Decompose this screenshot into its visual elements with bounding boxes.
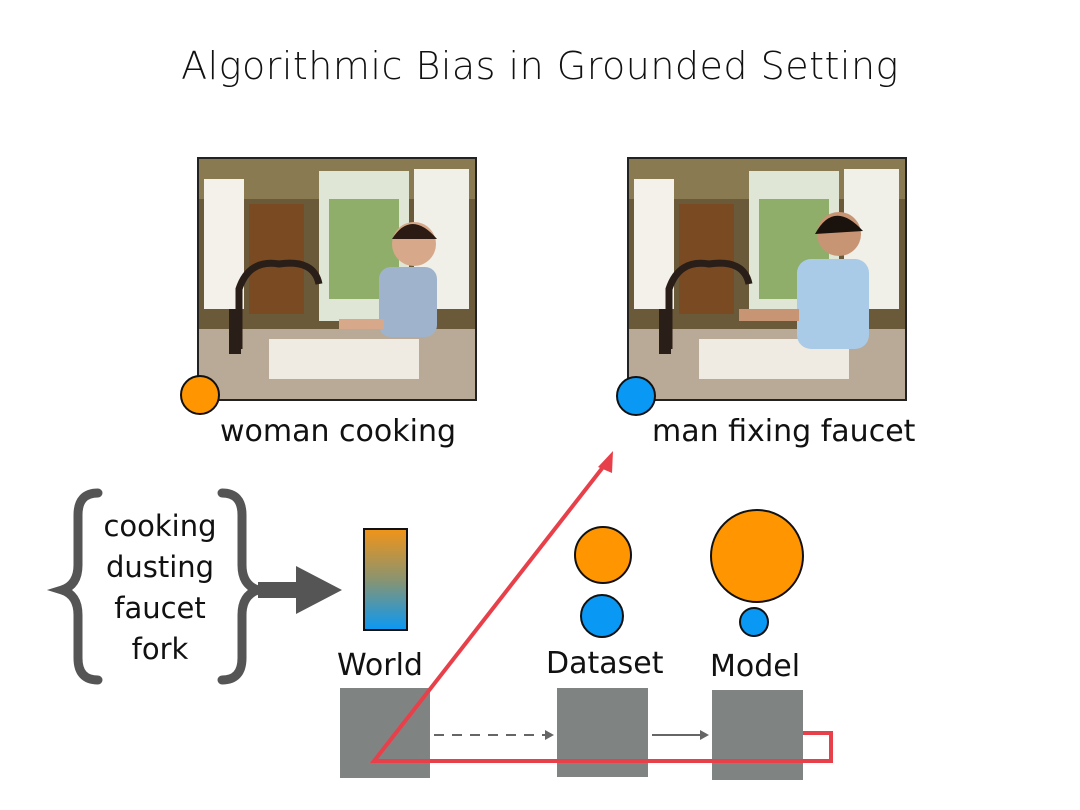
dashed-arrow xyxy=(434,730,554,740)
arrow-right-icon xyxy=(258,566,342,614)
world-distribution-bar xyxy=(363,528,408,631)
solid-arrow xyxy=(652,730,709,740)
photo-boy-at-sink xyxy=(627,157,907,401)
caption-woman-cooking: woman cooking xyxy=(220,414,457,449)
world-box xyxy=(340,688,430,778)
word-item: faucet xyxy=(114,591,206,625)
stage-label-world: World xyxy=(337,648,423,683)
model-box xyxy=(712,690,803,780)
feedback-loop-arrow xyxy=(369,451,833,763)
activity-word-set: cooking dusting faucet fork xyxy=(92,506,228,670)
dataset-box xyxy=(557,688,648,777)
model-blue-circle xyxy=(739,607,769,637)
stage-label-dataset: Dataset xyxy=(546,646,664,681)
word-item: cooking xyxy=(103,509,217,543)
caption-man-fixing-faucet: man fixing faucet xyxy=(652,414,916,449)
word-item: dusting xyxy=(105,550,215,584)
slide-title: Algorithmic Bias in Grounded Setting xyxy=(181,44,899,88)
stage-label-model: Model xyxy=(710,649,801,684)
dataset-blue-circle xyxy=(580,594,624,638)
dataset-orange-circle xyxy=(574,526,632,584)
model-orange-circle xyxy=(710,509,804,603)
photo-girl-at-sink xyxy=(197,157,477,401)
word-item: fork xyxy=(131,632,189,666)
